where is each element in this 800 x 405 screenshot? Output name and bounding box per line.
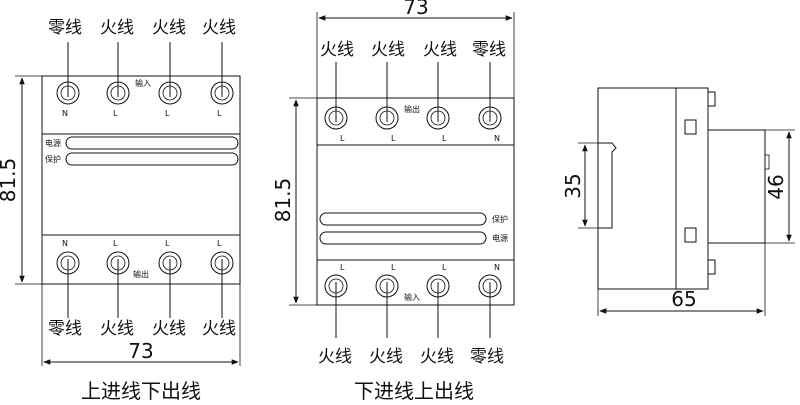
middle-bottom-mark-1: L bbox=[340, 263, 345, 272]
middle-protect-label: 保护 bbox=[492, 214, 508, 224]
middle-bottom-wire-1: 火线 bbox=[318, 347, 352, 367]
left-top-mark-2: L bbox=[113, 109, 118, 118]
left-output-label: 输出 bbox=[133, 269, 149, 279]
left-top-mark-3: L bbox=[165, 109, 170, 118]
middle-view: 73 火线 火线 火线 零线 L L L N 输出 保护 电源 bbox=[271, 0, 515, 403]
left-input-label: 输入 bbox=[135, 78, 151, 88]
side-front-cover bbox=[707, 129, 766, 244]
left-bottom-mark-2: L bbox=[113, 239, 118, 248]
middle-input-label: 输入 bbox=[404, 292, 420, 302]
left-bottom-wire-2: 火线 bbox=[100, 319, 134, 339]
middle-height-dim: 81.5 bbox=[271, 178, 295, 223]
left-protect-tube bbox=[65, 152, 239, 166]
side-view: 35 46 65 bbox=[561, 87, 795, 316]
left-bottom-terminals bbox=[56, 251, 234, 318]
left-height-dim: 81.5 bbox=[0, 158, 20, 203]
middle-bottom-mark-2: L bbox=[391, 263, 396, 272]
side-din-clip bbox=[598, 142, 617, 229]
left-top-wire-1: 零线 bbox=[48, 18, 82, 38]
left-top-mark-1: N bbox=[62, 109, 68, 118]
left-top-terminals bbox=[56, 42, 234, 105]
left-bottom-wire-3: 火线 bbox=[152, 319, 186, 339]
left-top-wire-2: 火线 bbox=[100, 18, 134, 38]
middle-top-wire-1: 火线 bbox=[320, 40, 354, 60]
middle-width-dim: 73 bbox=[403, 0, 428, 19]
middle-top-wire-3: 火线 bbox=[423, 40, 457, 60]
side-bottom-screw bbox=[707, 259, 716, 275]
left-bottom-wire-4: 火线 bbox=[202, 319, 236, 339]
middle-bottom-wire-4: 零线 bbox=[470, 347, 504, 367]
middle-bottom-mark-3: L bbox=[442, 263, 447, 272]
middle-caption: 下进线上出线 bbox=[354, 379, 474, 403]
middle-top-mark-1: L bbox=[340, 134, 345, 143]
middle-body-outline bbox=[316, 97, 515, 306]
left-bottom-mark-1: N bbox=[62, 239, 68, 248]
left-top-wire-4: 火线 bbox=[202, 18, 236, 38]
middle-top-wire-4: 零线 bbox=[472, 40, 506, 60]
left-bottom-mark-4: L bbox=[217, 239, 222, 248]
middle-power-tube bbox=[319, 231, 487, 245]
left-body-outline bbox=[41, 75, 241, 285]
middle-top-mark-2: L bbox=[391, 134, 396, 143]
middle-top-mark-4: N bbox=[494, 134, 500, 143]
left-bottom-wire-1: 零线 bbox=[48, 319, 82, 339]
middle-top-mark-3: L bbox=[442, 134, 447, 143]
side-depth-dim: 65 bbox=[671, 287, 696, 311]
left-view: 电源 保护 N L L L 输入 零线 火线 火线 火线 bbox=[0, 18, 241, 403]
left-top-wire-3: 火线 bbox=[152, 18, 186, 38]
left-protect-label: 保护 bbox=[45, 154, 61, 164]
left-top-mark-4: L bbox=[217, 109, 222, 118]
side-upper-window bbox=[684, 119, 697, 135]
middle-top-wire-2: 火线 bbox=[371, 40, 405, 60]
middle-output-label: 输出 bbox=[404, 104, 420, 114]
middle-bottom-wire-3: 火线 bbox=[420, 347, 454, 367]
left-bottom-mark-3: L bbox=[165, 239, 170, 248]
left-power-label: 电源 bbox=[45, 138, 61, 148]
middle-protect-tube bbox=[319, 212, 487, 226]
middle-top-terminals bbox=[324, 62, 502, 130]
side-front-knob bbox=[764, 154, 770, 170]
left-power-tube bbox=[65, 136, 239, 150]
middle-bottom-mark-4: N bbox=[494, 263, 500, 272]
side-housing bbox=[597, 87, 709, 290]
middle-bottom-wire-2: 火线 bbox=[369, 347, 403, 367]
side-lower-window bbox=[684, 227, 697, 243]
side-top-screw bbox=[707, 91, 716, 107]
side-rail-dim: 35 bbox=[561, 173, 585, 198]
left-width-dim: 73 bbox=[128, 339, 153, 363]
left-caption: 上进线下出线 bbox=[81, 379, 201, 403]
middle-power-label: 电源 bbox=[492, 233, 508, 243]
side-height-dim: 46 bbox=[764, 174, 788, 199]
middle-bottom-terminals bbox=[324, 274, 502, 338]
